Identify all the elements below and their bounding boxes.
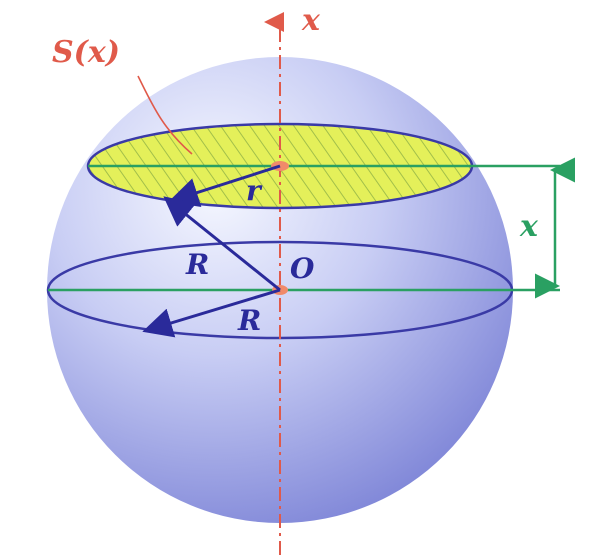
big-radius-lower-label: R — [237, 304, 261, 337]
small-radius-label: r — [246, 174, 263, 207]
big-radius-arrow-upper — [163, 196, 281, 292]
origin-label: O — [290, 252, 315, 285]
small-radius-arrow — [168, 164, 281, 207]
height-label: x — [519, 209, 539, 244]
big-radius-upper-label: R — [185, 248, 209, 281]
section-label-leader — [137, 75, 193, 155]
axis-label: x — [301, 3, 321, 38]
section-area-label: S(x) — [52, 35, 120, 70]
big-radius-arrow-lower — [142, 288, 281, 338]
